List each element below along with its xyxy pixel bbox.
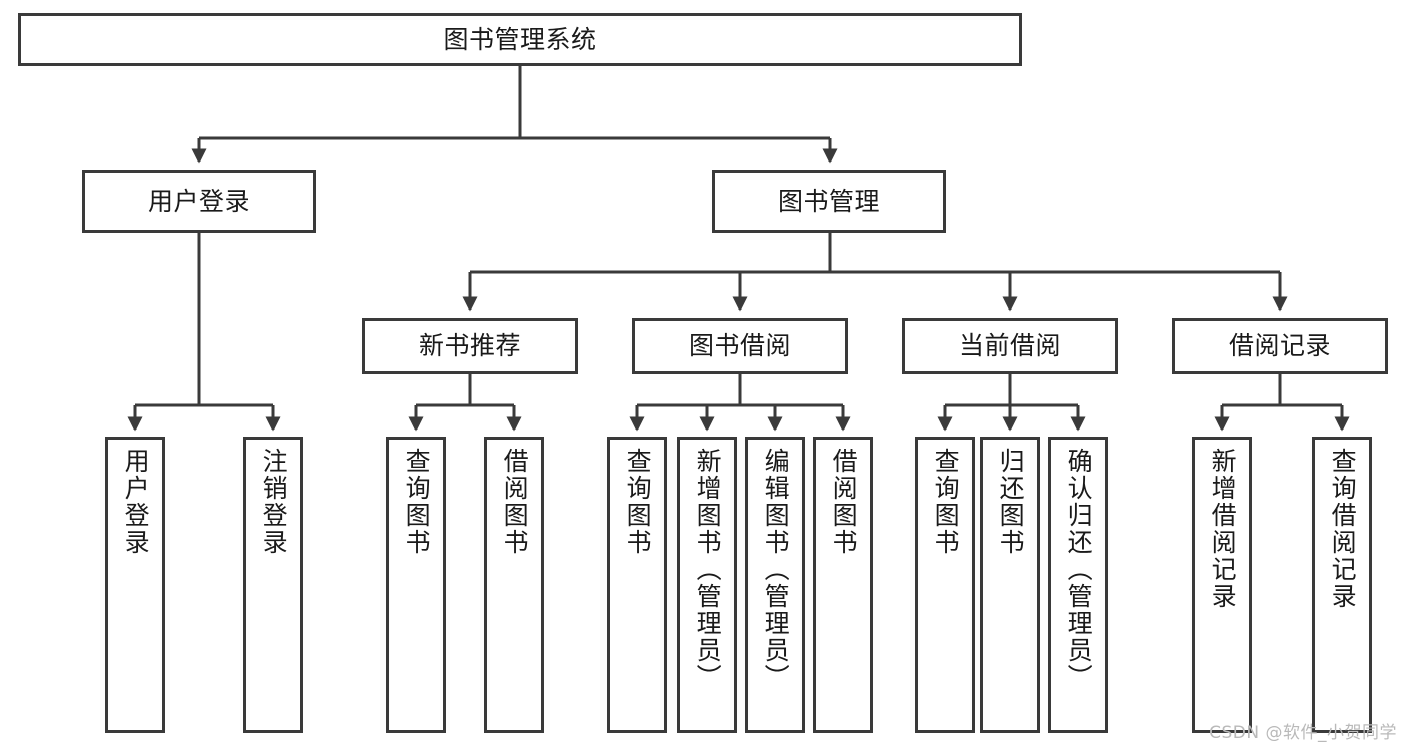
node-label: 查询图书	[402, 448, 432, 556]
node-label: 当前借阅	[958, 331, 1061, 361]
node-label: 查询图书	[931, 448, 961, 556]
node-label: 新增借阅记录	[1208, 448, 1238, 610]
leaf-confirm-return-admin[interactable]: 确认归还（管理员）	[1048, 437, 1108, 733]
node-label: 查询图书	[623, 448, 653, 556]
node-label: 编辑图书（管理员）	[761, 448, 791, 691]
node-label: 新书推荐	[418, 331, 521, 361]
node-label: 新增图书（管理员）	[693, 448, 723, 691]
leaf-add-borrow-record[interactable]: 新增借阅记录	[1192, 437, 1252, 733]
node-label: 确认归还（管理员）	[1064, 448, 1094, 691]
node-label: 注销登录	[259, 448, 289, 556]
node-new-book-recommend[interactable]: 新书推荐	[362, 318, 578, 374]
leaf-borrow-book[interactable]: 借阅图书	[813, 437, 873, 733]
node-borrow-record[interactable]: 借阅记录	[1172, 318, 1388, 374]
leaf-query-book-new[interactable]: 查询图书	[386, 437, 446, 733]
node-root-system[interactable]: 图书管理系统	[18, 13, 1022, 66]
node-label: 借阅图书	[829, 448, 859, 556]
leaf-edit-book-admin[interactable]: 编辑图书（管理员）	[745, 437, 805, 733]
node-user-login[interactable]: 用户登录	[82, 170, 316, 233]
node-book-management[interactable]: 图书管理	[712, 170, 946, 233]
node-label: 用户登录	[147, 186, 250, 216]
node-label: 用户登录	[121, 448, 151, 556]
leaf-add-book-admin[interactable]: 新增图书（管理员）	[677, 437, 737, 733]
leaf-logout[interactable]: 注销登录	[243, 437, 303, 733]
node-label: 图书管理系统	[443, 24, 597, 54]
leaf-return-book[interactable]: 归还图书	[980, 437, 1040, 733]
node-label: 图书借阅	[688, 331, 791, 361]
node-label: 归还图书	[996, 448, 1026, 556]
node-label: 借阅图书	[500, 448, 530, 556]
node-label: 查询借阅记录	[1328, 448, 1358, 610]
leaf-borrow-book-new[interactable]: 借阅图书	[484, 437, 544, 733]
node-book-borrow[interactable]: 图书借阅	[632, 318, 848, 374]
leaf-user-login[interactable]: 用户登录	[105, 437, 165, 733]
node-label: 借阅记录	[1228, 331, 1331, 361]
node-label: 图书管理	[777, 186, 880, 216]
leaf-query-book-current[interactable]: 查询图书	[915, 437, 975, 733]
node-current-borrow[interactable]: 当前借阅	[902, 318, 1118, 374]
leaf-query-borrow-record[interactable]: 查询借阅记录	[1312, 437, 1372, 733]
watermark: CSDN @软件_小贺同学	[1209, 723, 1397, 743]
leaf-query-book[interactable]: 查询图书	[607, 437, 667, 733]
